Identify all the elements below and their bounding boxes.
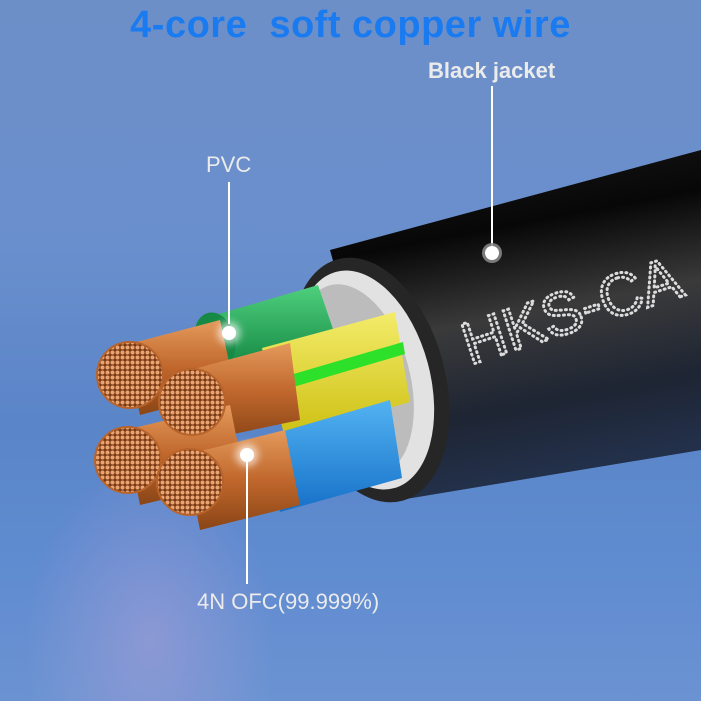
jacket-marker-dot	[485, 246, 499, 260]
conductor-marker-dot	[240, 448, 254, 462]
conductor-leader-line	[246, 462, 248, 584]
page-title: 4-core soft copper wire	[130, 4, 571, 46]
conductor-label: 4N OFC(99.999%)	[197, 589, 380, 614]
jacket-label: Black jacket	[428, 58, 556, 83]
jacket-leader-line	[491, 86, 493, 249]
pvc-label: PVC	[206, 152, 252, 177]
pvc-leader-line	[228, 182, 230, 324]
pvc-marker-dot	[222, 326, 236, 340]
